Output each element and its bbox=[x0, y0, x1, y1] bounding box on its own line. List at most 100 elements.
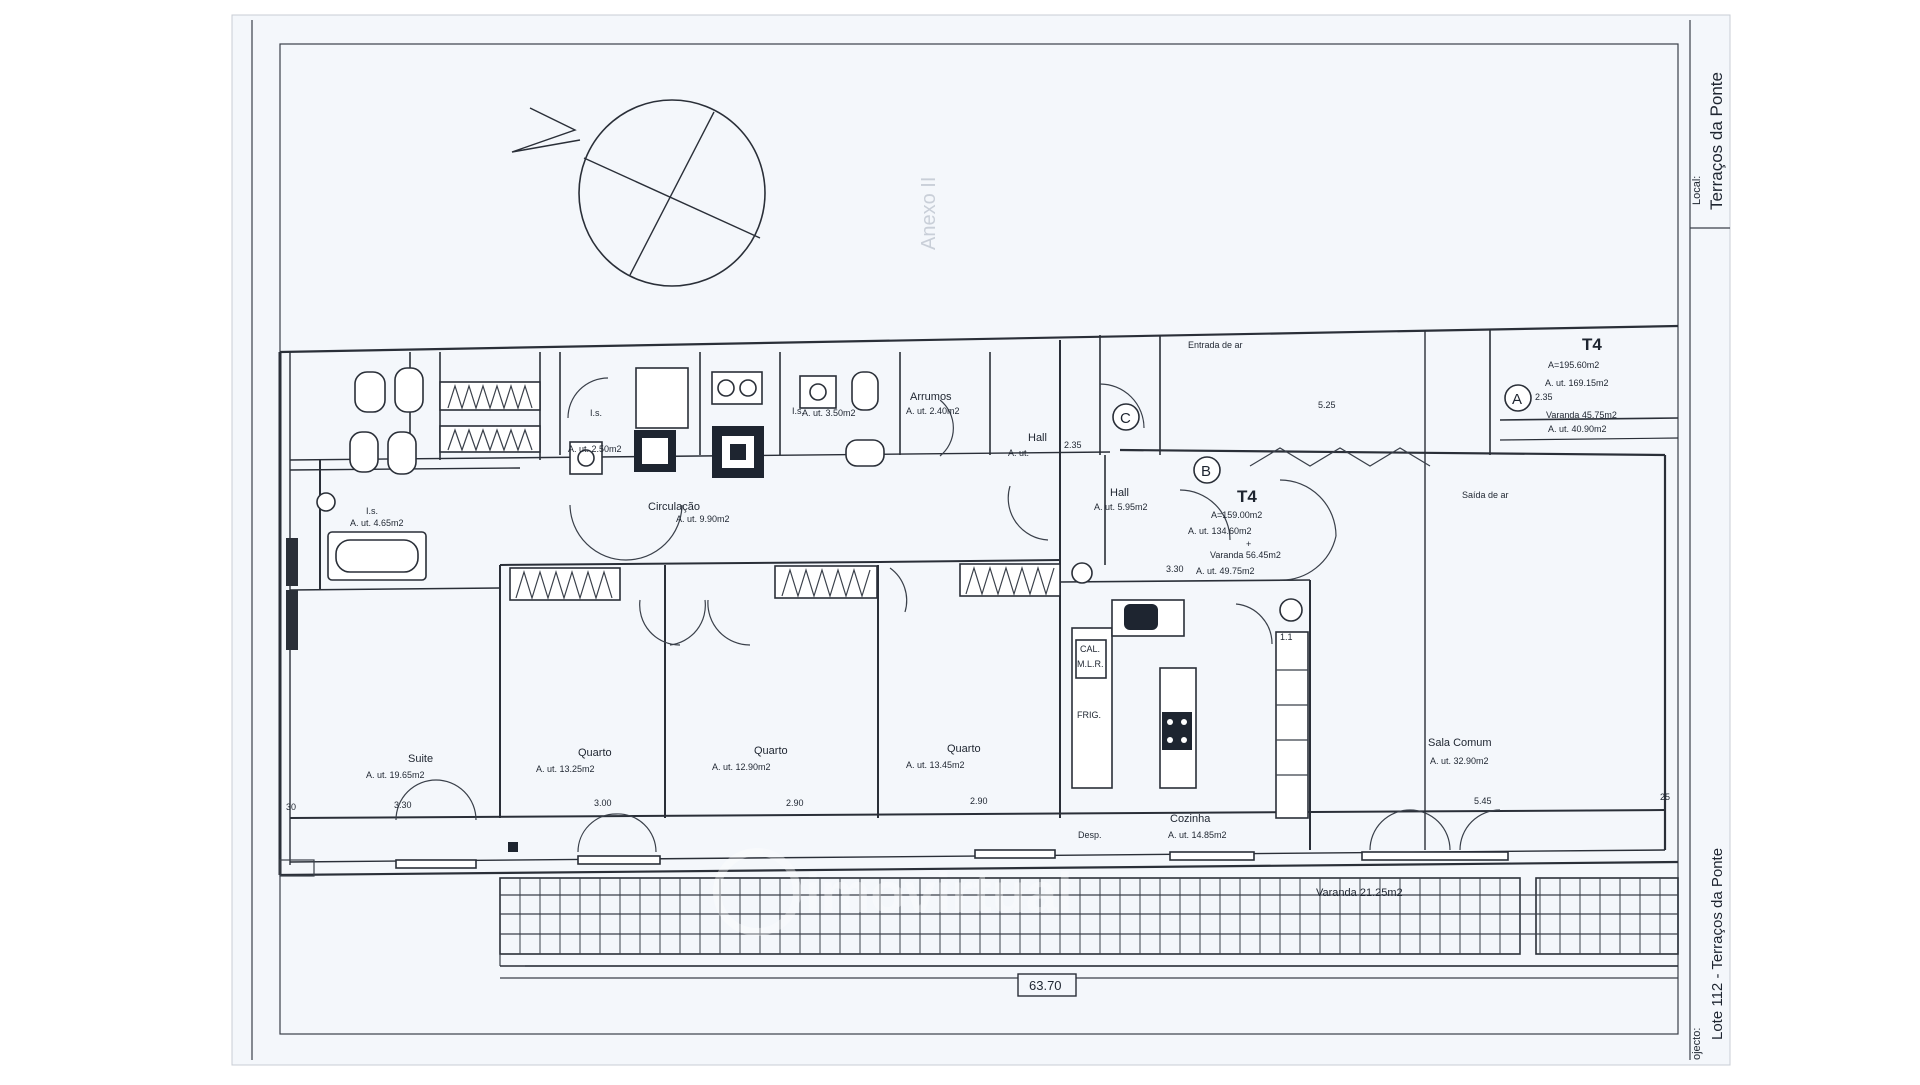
washbasin-icon bbox=[1071, 562, 1093, 584]
dim-veranda-a: 2.35 bbox=[1535, 392, 1553, 402]
dimension-labels: 3.30 3.00 2.90 2.90 5.45 5.25 3.30 2.35 … bbox=[286, 392, 1678, 997]
watermark-text: imovirtual bbox=[805, 861, 1073, 924]
room-cozinha-area: A. ut. 14.85m2 bbox=[1168, 830, 1227, 840]
unit-b-area: A=159.00m2 bbox=[1211, 510, 1262, 520]
dim-left-wall: 30 bbox=[286, 802, 296, 812]
ventilation-grille bbox=[1249, 447, 1431, 467]
unit-b-area-useful: A. ut. 134.60m2 bbox=[1188, 526, 1252, 536]
door-swing-icon bbox=[889, 567, 908, 613]
door-swing-icon bbox=[1007, 485, 1049, 541]
door-swing-icon bbox=[567, 377, 609, 419]
room-arrumos-name: Arrumos bbox=[910, 391, 952, 403]
door-swing-icon bbox=[707, 599, 751, 646]
local-label: Local: bbox=[1691, 176, 1703, 205]
room-suite-area: A. ut. 19.65m2 bbox=[366, 770, 425, 780]
desp-label: Desp. bbox=[1078, 830, 1102, 840]
toilet-icon bbox=[845, 439, 885, 467]
room-quarto3-area: A. ut. 13.45m2 bbox=[906, 760, 965, 770]
room-quarto3-name: Quarto bbox=[947, 743, 981, 755]
dim-right-wall: 25 bbox=[1660, 792, 1670, 802]
frig-label: FRIG. bbox=[1077, 710, 1101, 720]
room-circulacao-name: Circulação bbox=[648, 501, 700, 513]
door-swing-icon bbox=[1099, 383, 1145, 429]
marker-a bbox=[1504, 384, 1532, 412]
toilet-icon bbox=[354, 371, 386, 413]
north-arrow-icon bbox=[511, 107, 581, 153]
overall-dimension-value: 63.70 bbox=[1029, 978, 1062, 993]
unit-b-veranda-useful: A. ut. 49.75m2 bbox=[1196, 566, 1255, 576]
unit-a-name: T4 bbox=[1582, 335, 1602, 354]
room-hall-upper-area: A. ut. bbox=[1008, 448, 1029, 458]
dim-kitchen: 1.1 bbox=[1280, 632, 1293, 642]
marker-c bbox=[1112, 403, 1140, 431]
project-value: Lote 112 - Terraços da Ponte bbox=[1709, 848, 1726, 1040]
window-icon bbox=[577, 855, 661, 865]
door-swing-icon bbox=[1235, 603, 1273, 645]
wardrobes bbox=[439, 381, 1061, 601]
toilet-icon bbox=[851, 371, 879, 411]
unit-a-veranda: Varanda 45.75m2 bbox=[1546, 410, 1617, 420]
room-is3-name: I.s. bbox=[792, 406, 804, 416]
washbasin-icon bbox=[316, 492, 336, 512]
project-label: ojecto: bbox=[1691, 1028, 1703, 1060]
window-icon bbox=[974, 849, 1056, 859]
window-icon bbox=[1361, 851, 1509, 861]
room-is1-area: A. ut. 2.50m2 bbox=[568, 444, 622, 454]
dim-suite: 3.30 bbox=[394, 800, 412, 810]
saida-label: Saída de ar bbox=[1462, 490, 1509, 500]
room-cozinha-name: Cozinha bbox=[1170, 813, 1211, 825]
doors bbox=[395, 377, 1509, 869]
dim-hall: 3.30 bbox=[1166, 564, 1184, 574]
bidet-icon bbox=[387, 431, 417, 475]
room-hall-upper-name: Hall bbox=[1028, 432, 1047, 444]
dim-entrada: 5.25 bbox=[1318, 400, 1336, 410]
sala-shelving bbox=[1275, 631, 1309, 819]
door-swing-icon bbox=[1279, 479, 1337, 537]
door-swing-icon bbox=[569, 504, 627, 561]
entrada-label: Entrada de ar bbox=[1188, 340, 1243, 350]
room-arrumos-area: A. ut. 2.40m2 bbox=[906, 406, 960, 416]
washbasin-icon bbox=[569, 441, 603, 475]
unit-a-veranda-useful: A. ut. 40.90m2 bbox=[1548, 424, 1607, 434]
room-is2-area: A. ut. 4.65m2 bbox=[350, 518, 404, 528]
dim-quarto2: 2.90 bbox=[786, 798, 804, 808]
mlr-label: M.L.R. bbox=[1077, 659, 1104, 669]
bidet-icon bbox=[394, 367, 424, 413]
marker-a-letter: A bbox=[1512, 391, 1522, 408]
bathroom-fixtures bbox=[316, 367, 1303, 622]
unit-a-area-useful: A. ut. 169.15m2 bbox=[1545, 378, 1609, 388]
unit-a-area: A=195.60m2 bbox=[1548, 360, 1599, 370]
room-varanda-name: Varanda 21.25m2 bbox=[1316, 887, 1403, 899]
unit-b-plus: + bbox=[1246, 539, 1251, 549]
dim-quarto1: 3.00 bbox=[594, 798, 612, 808]
cooktop-icon bbox=[1162, 712, 1192, 750]
room-circulacao-area: A. ut. 9.90m2 bbox=[676, 514, 730, 524]
watermark: imovirtual bbox=[713, 848, 1073, 936]
overall-dimension-box bbox=[1017, 973, 1077, 997]
dim-hall-2: 2.35 bbox=[1064, 440, 1082, 450]
window-icon bbox=[395, 859, 477, 869]
window-icon bbox=[1169, 851, 1255, 861]
door-swing-icon bbox=[939, 399, 954, 457]
room-labels: Suite A. ut. 19.65m2 Quarto A. ut. 13.25… bbox=[350, 340, 1509, 899]
marker-b bbox=[1193, 456, 1221, 484]
marker-b-letter: B bbox=[1201, 463, 1211, 480]
room-is2-name: I.s. bbox=[366, 506, 378, 516]
room-quarto1-name: Quarto bbox=[578, 747, 612, 759]
room-hall-lower-area: A. ut. 5.95m2 bbox=[1094, 502, 1148, 512]
washbasin-icon bbox=[1279, 598, 1303, 622]
dim-sala: 5.45 bbox=[1474, 796, 1492, 806]
room-suite-name: Suite bbox=[408, 753, 433, 765]
balcony-tiles bbox=[499, 877, 1679, 967]
room-is3-area: A. ut. 3.50m2 bbox=[802, 408, 856, 418]
cal-label: CAL. bbox=[1080, 644, 1100, 654]
room-hall-lower-name: Hall bbox=[1110, 487, 1129, 499]
local-value: Terraços da Ponte bbox=[1707, 72, 1726, 210]
toilet-icon bbox=[349, 431, 379, 473]
dim-quarto3: 2.90 bbox=[970, 796, 988, 806]
unit-labels: T4 A=195.60m2 A. ut. 169.15m2 Varanda 45… bbox=[1112, 335, 1617, 576]
room-quarto2-name: Quarto bbox=[754, 745, 788, 757]
bleed-through-text: Anexo II bbox=[918, 177, 940, 250]
